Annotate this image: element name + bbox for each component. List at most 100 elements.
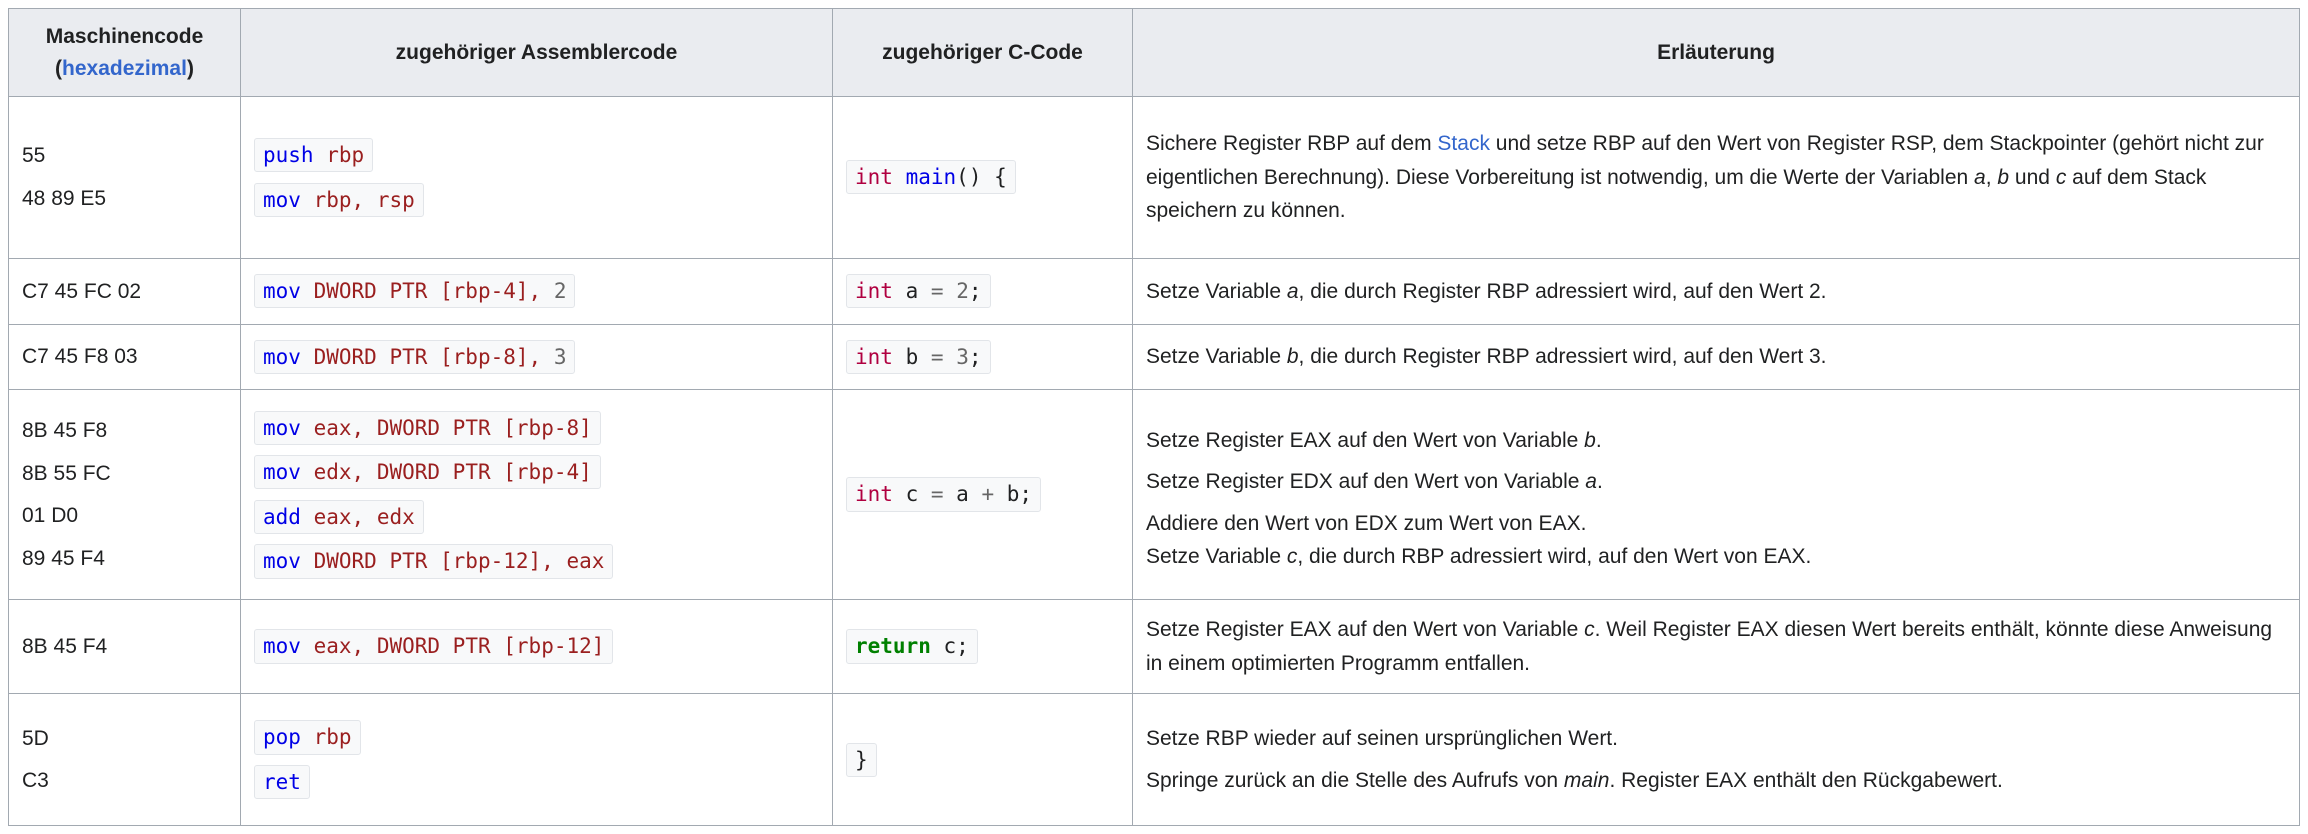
- code-line: int main() {: [846, 160, 1119, 195]
- code-token: [364, 416, 377, 440]
- machine-code-line: 55: [22, 144, 46, 168]
- explanation-paragraph: Setze Variable b, die durch Register RBP…: [1146, 340, 2286, 374]
- explanation-cell: Setze Register EAX auf den Wert von Vari…: [1132, 389, 2300, 601]
- explanation-cell: Setze Register EAX auf den Wert von Vari…: [1132, 599, 2300, 695]
- code-token: int: [855, 482, 893, 507]
- text-segment: Setze Register EAX auf den Wert von Vari…: [1146, 428, 1585, 452]
- machine-code-line: 01 D0: [22, 504, 79, 528]
- code-token: ret: [263, 769, 301, 794]
- code-token: add: [263, 504, 301, 529]
- code-line: add eax, edx: [254, 499, 819, 535]
- code-token: =: [930, 279, 944, 303]
- assembler-cell: mov eax, DWORD PTR [rbp-8]mov edx, DWORD…: [240, 389, 833, 601]
- code-token: [944, 345, 957, 369]
- code-line: }: [846, 742, 1119, 778]
- code-token: [364, 188, 377, 212]
- code-token: 2: [553, 279, 567, 303]
- text-segment: .: [1595, 428, 1602, 452]
- text-segment: . Weil Register EAX diesen Wert bereits …: [1146, 618, 2273, 675]
- code-line: int b = 3;: [846, 339, 1119, 375]
- code-chip: add eax, edx: [254, 499, 424, 534]
- code-token: c: [892, 482, 931, 507]
- text-segment: auf dem Stack speichern zu können.: [1146, 165, 2207, 223]
- explanation-cell: Setze Variable a, die durch Register RBP…: [1132, 258, 2300, 325]
- code-token: mov: [263, 415, 301, 440]
- code-chip: ret: [254, 764, 310, 800]
- code-token: DWORD PTR [rbp-12]: [376, 634, 605, 659]
- text-segment: Setze Register EDX auf den Wert von Vari…: [1146, 470, 1586, 494]
- code-chip: mov DWORD PTR [rbp-12], eax: [254, 544, 614, 579]
- code-token: [301, 505, 314, 529]
- explanation-paragraph: Setze Variable a, die durch Register RBP…: [1146, 275, 2286, 309]
- explanation-paragraph: Sichere Register RBP auf dem Stack und s…: [1146, 127, 2286, 228]
- code-token: rbp,: [313, 187, 365, 212]
- code-token: DWORD PTR [rbp-4]: [376, 460, 592, 485]
- code-token: eax,: [313, 504, 365, 529]
- code-chip: mov rbp, rsp: [254, 182, 424, 217]
- code-chip: int c = a + b;: [846, 477, 1042, 512]
- paren-close: ): [186, 56, 194, 80]
- italic-term: b: [1286, 345, 1299, 369]
- c-code-cell: int b = 3;: [832, 323, 1133, 391]
- code-token: mov: [263, 460, 301, 485]
- italic-term: b: [1584, 428, 1596, 452]
- code-token: ;: [1019, 482, 1033, 507]
- code-line: mov DWORD PTR [rbp-12], eax: [254, 544, 819, 579]
- italic-term: a: [1974, 165, 1986, 189]
- text-segment: Setze Variable: [1146, 345, 1287, 369]
- code-token: () {: [956, 165, 1007, 190]
- header-assembler: zugehöriger Assemblercode: [240, 8, 833, 97]
- text-segment: Addiere den Wert von EDX zum Wert von EA…: [1146, 511, 1587, 535]
- code-token: b: [892, 344, 931, 369]
- text-segment: .: [1596, 470, 1603, 494]
- italic-term: c: [1584, 618, 1595, 642]
- text-segment: Sichere Register RBP auf dem: [1146, 132, 1438, 156]
- assembler-cell: push rbp mov rbp, rsp: [240, 96, 833, 259]
- header-machine-code-title: Maschinencode: [45, 25, 204, 48]
- text-segment: Springe zurück an die Stelle des Aufrufs…: [1146, 768, 1564, 792]
- machine-code-cell: C7 45 FC 02: [8, 258, 241, 325]
- code-chip: int a = 2;: [846, 274, 991, 309]
- code-token: a: [943, 482, 982, 507]
- text-segment: Setze RBP wieder auf seinen ursprünglich…: [1146, 727, 1618, 751]
- code-line: push rbp: [254, 137, 819, 173]
- hexadezimal-link[interactable]: hexadezimal: [62, 56, 187, 80]
- c-code-cell: return c;: [832, 599, 1133, 695]
- text-segment: und setze RBP auf den Wert von Register …: [1146, 132, 2264, 189]
- code-token: int: [855, 279, 893, 303]
- code-token: int: [855, 165, 893, 190]
- code-chip: mov eax, DWORD PTR [rbp-12]: [254, 629, 614, 664]
- code-chip: mov DWORD PTR [rbp-4], 2: [254, 274, 576, 309]
- wiki-link[interactable]: Stack: [1437, 132, 1490, 156]
- machine-code-table: Maschinencode (hexadezimal) zugehöriger …: [8, 8, 2300, 827]
- table-row: 8B 45 F4 mov eax, DWORD PTR [rbp-12] ret…: [8, 599, 2300, 695]
- code-token: [301, 549, 314, 573]
- text-segment: Setze Variable: [1146, 279, 1287, 303]
- code-token: [364, 505, 377, 529]
- code-token: return: [855, 634, 931, 659]
- code-token: +: [981, 482, 995, 507]
- code-line: mov edx, DWORD PTR [rbp-4]: [254, 455, 819, 490]
- code-token: push: [263, 142, 314, 167]
- code-token: 2: [956, 279, 969, 303]
- text-segment: , die durch Register RBP adressiert wird…: [1298, 279, 1827, 303]
- explanation-paragraph: Springe zurück an die Stelle des Aufrufs…: [1146, 764, 2286, 798]
- text-segment: , die durch Register RBP adressiert wird…: [1298, 345, 1827, 369]
- header-erlaeuterung: Erläuterung: [1132, 8, 2300, 97]
- code-token: mov: [263, 634, 301, 659]
- code-token: ;: [968, 279, 982, 303]
- code-token: DWORD PTR [rbp-8],: [313, 344, 542, 369]
- code-token: [301, 416, 314, 440]
- code-token: [364, 460, 377, 484]
- c-code-cell: }: [832, 693, 1133, 827]
- code-token: eax,: [313, 634, 365, 659]
- machine-code-line: C7 45 F8 03: [22, 345, 138, 369]
- explanation-paragraph: Setze Register EAX auf den Wert von Vari…: [1146, 424, 2286, 458]
- code-token: int: [855, 344, 893, 369]
- assembler-cell: mov eax, DWORD PTR [rbp-12]: [240, 599, 833, 695]
- code-token: [364, 634, 377, 658]
- header-row: Maschinencode (hexadezimal) zugehöriger …: [8, 8, 2300, 97]
- code-line: int a = 2;: [846, 274, 1119, 309]
- italic-term: a: [1585, 470, 1597, 494]
